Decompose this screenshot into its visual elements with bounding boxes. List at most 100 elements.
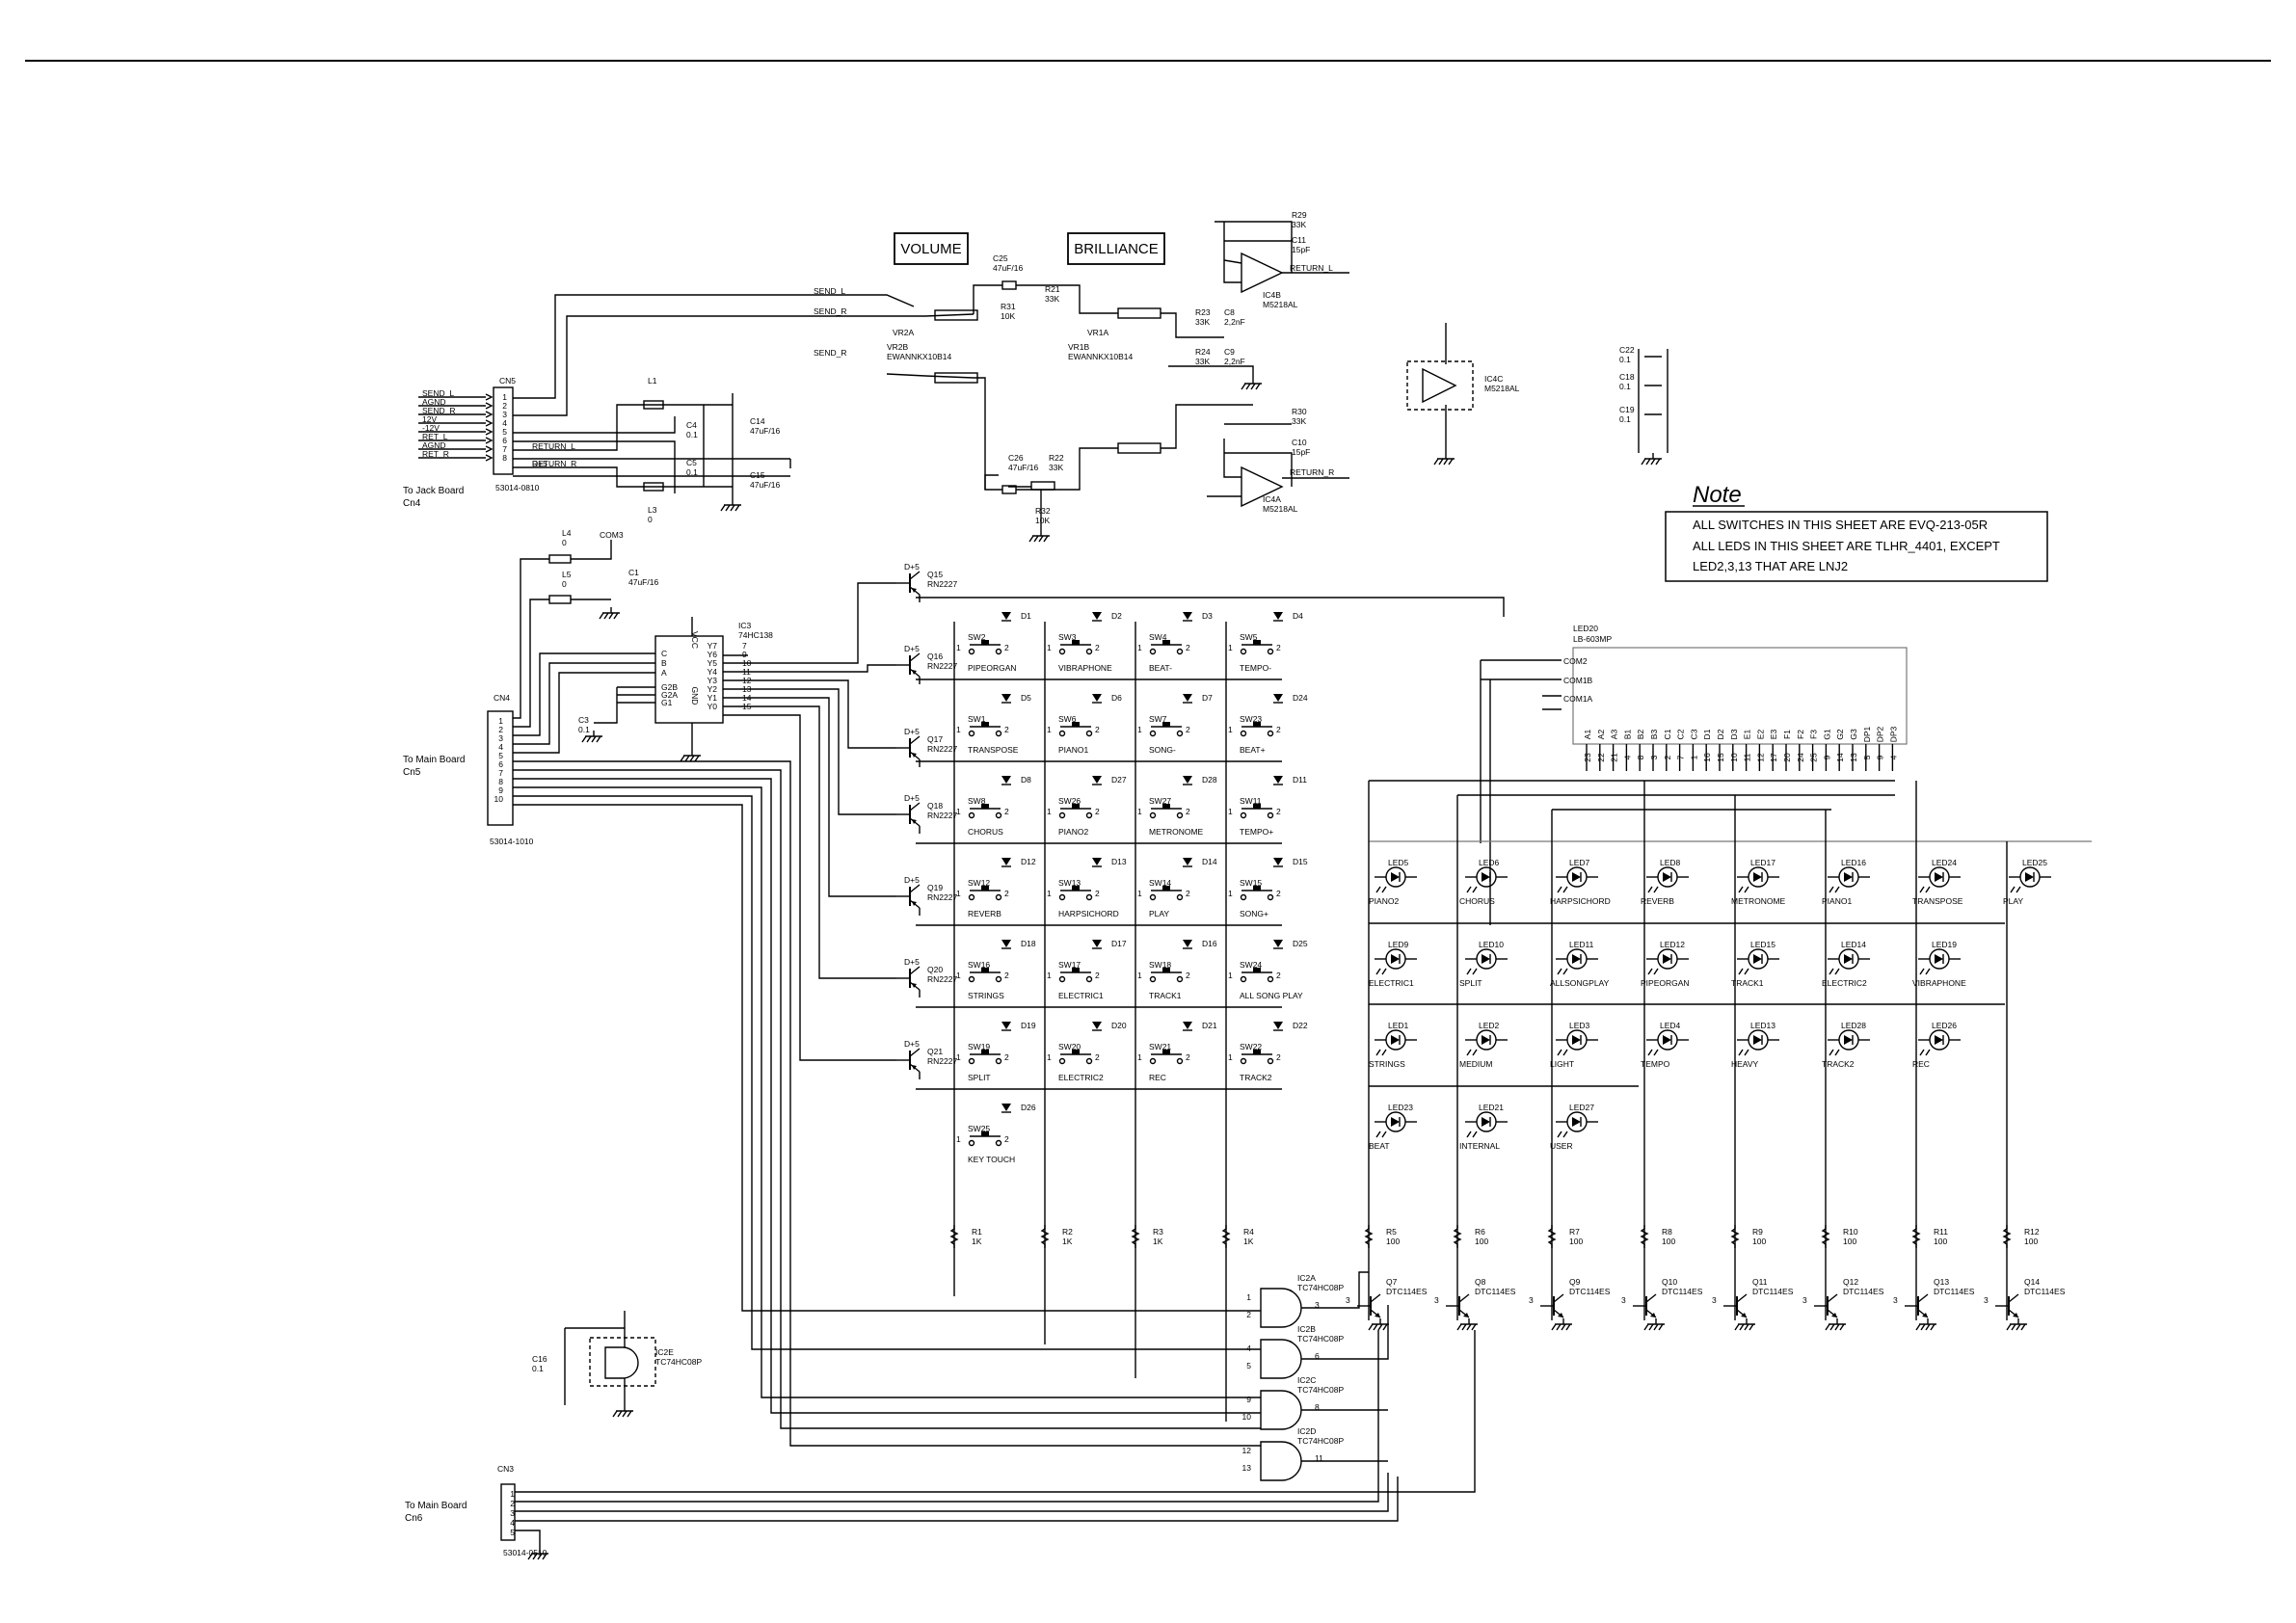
led25-ref-label: LED25 (2022, 858, 2047, 867)
sw7-function-label: SONG- (1149, 745, 1176, 755)
cn3-pin-number: 1 (510, 1489, 515, 1499)
vr2b-ref-label: VR2B (887, 342, 909, 352)
cn4-pin-number: 1 (498, 716, 503, 726)
q7-ref-label: Q7 (1386, 1277, 1398, 1287)
r10-ref-label: R10 (1843, 1227, 1858, 1237)
sw15-ref-label: SW15 (1240, 878, 1262, 888)
d21-ref-label: D21 (1202, 1021, 1217, 1030)
sw27-ref-label: SW27 (1149, 796, 1171, 806)
ic3-input-pin-label: B (661, 658, 667, 668)
d28-diode (1183, 776, 1192, 785)
sw3-ref-label: SW3 (1058, 632, 1077, 642)
led23-function-label: BEAT (1369, 1141, 1390, 1151)
q18-supply-label: D+5 (904, 793, 920, 803)
c16-value-label: 0.1 (532, 1364, 544, 1373)
q12-npn-transistor (1814, 1293, 1838, 1318)
cn3-destination-line-1: To Main Board (405, 1501, 467, 1511)
ic4b-ref-label: IC4B (1263, 290, 1281, 300)
led20-segment-label: A2 (1596, 730, 1606, 740)
sw12-pin-2-label: 2 (1004, 889, 1009, 898)
d3-diode (1183, 612, 1192, 622)
sw20-pin-1-label: 1 (1047, 1052, 1052, 1062)
led9-function-label: ELECTRIC1 (1369, 978, 1414, 988)
c11-ref-label: C11 (1292, 235, 1306, 245)
d13-diode (1092, 858, 1102, 867)
q12-ground (1825, 1318, 1846, 1331)
sw13-function-label: HARPSICHORD (1058, 909, 1119, 918)
r7-value-label: 100 (1569, 1237, 1583, 1246)
sw24-ref-label: SW24 (1240, 960, 1262, 970)
r6-value-label: 100 (1475, 1237, 1488, 1246)
ic2b-part-label: TC74HC08P (1297, 1334, 1345, 1344)
led20-segment-pin: 16 (1702, 753, 1712, 762)
led15-function-label: TRACK1 (1731, 978, 1764, 988)
sw25-pin-1-label: 1 (956, 1134, 961, 1144)
c9-value-label: 2,2nF (1224, 357, 1245, 366)
sw26-ref-label: SW26 (1058, 796, 1081, 806)
sw6-push-switch (1058, 722, 1093, 737)
cn3-pin-number: 4 (510, 1518, 515, 1528)
net-label: COM1B (1563, 676, 1593, 685)
sw21-function-label: REC (1149, 1073, 1166, 1082)
sw20-ref-label: SW20 (1058, 1042, 1081, 1051)
q11-ground (1734, 1318, 1755, 1331)
sw20-function-label: ELECTRIC2 (1058, 1073, 1104, 1082)
led20-segment-label: B3 (1649, 730, 1659, 740)
q7-npn-transistor (1357, 1293, 1381, 1318)
d15-diode (1273, 858, 1283, 867)
cn3-ground (527, 1548, 548, 1560)
led13-led-symbol (1737, 1029, 1779, 1056)
sw13-pin-2-label: 2 (1095, 889, 1100, 898)
r30-value-label: 33K (1292, 416, 1306, 426)
sw1-pin-1-label: 1 (956, 725, 961, 734)
ic3-input-pin-label: G2B (661, 682, 678, 692)
c14-ref-label: C14 (750, 416, 765, 426)
cn5-pin-number: 8 (502, 453, 507, 463)
led15-ref-label: LED15 (1750, 940, 1775, 949)
q20-pnp-transistor (896, 966, 921, 991)
sw1-function-label: TRANSPOSE (968, 745, 1019, 755)
sw1-ref-label: SW1 (968, 714, 986, 724)
vr1b-ref-label: VR1B (1068, 342, 1090, 352)
d4-ref-label: D4 (1293, 611, 1303, 621)
sw23-ref-label: SW23 (1240, 714, 1262, 724)
cn4-pin-number: 2 (498, 725, 503, 734)
sw15-function-label: SONG+ (1240, 909, 1268, 918)
cn5-pin-number: 6 (502, 436, 507, 445)
d19-ref-label: D19 (1021, 1021, 1036, 1030)
led20-segment-pin: 2 (1663, 755, 1672, 759)
q17-supply-label: D+5 (904, 727, 920, 736)
led20-segment-pin: 25 (1809, 753, 1819, 762)
sw8-ref-label: SW8 (968, 796, 986, 806)
sw4-function-label: BEAT- (1149, 663, 1172, 673)
sw15-push-switch (1240, 886, 1274, 901)
r1-resistor (949, 1225, 959, 1248)
connector-pin-arrow (485, 411, 494, 418)
ic3-output-pin-label: Y6 (707, 650, 718, 659)
sw23-function-label: BEAT+ (1240, 745, 1266, 755)
led20-segment-label: DP2 (1876, 726, 1885, 742)
q12-base-pin-label: 3 (1802, 1295, 1807, 1305)
led20-segment-pin: 5 (1862, 755, 1872, 759)
sw24-pin-2-label: 2 (1276, 971, 1281, 980)
q18-ref-label: Q18 (927, 801, 943, 811)
c25-ref-label: C25 (993, 253, 1008, 263)
led6-function-label: CHORUS (1459, 896, 1495, 906)
d1-diode (1001, 612, 1011, 622)
sw2-function-label: PIPEORGAN (968, 663, 1017, 673)
led8-ref-label: LED8 (1660, 858, 1681, 867)
ic2b-ref-label: IC2B (1297, 1324, 1316, 1334)
q18-part-label: RN2227 (927, 811, 957, 820)
sw21-pin-2-label: 2 (1186, 1052, 1190, 1062)
ic3-input-pin-label: A (661, 668, 667, 678)
r22-value-label: 33K (1049, 463, 1063, 472)
led19-ref-label: LED19 (1932, 940, 1957, 949)
ic3-ground (680, 750, 701, 762)
c3-ground (581, 731, 602, 743)
ic2a-ref-label: IC2A (1297, 1273, 1316, 1283)
r9-resistor (1730, 1225, 1740, 1248)
led2-ref-label: LED2 (1479, 1021, 1500, 1030)
cn5-pin-number: 1 (502, 392, 507, 402)
r1-value-label: 1K (972, 1237, 982, 1246)
led13-function-label: HEAVY (1731, 1059, 1759, 1069)
